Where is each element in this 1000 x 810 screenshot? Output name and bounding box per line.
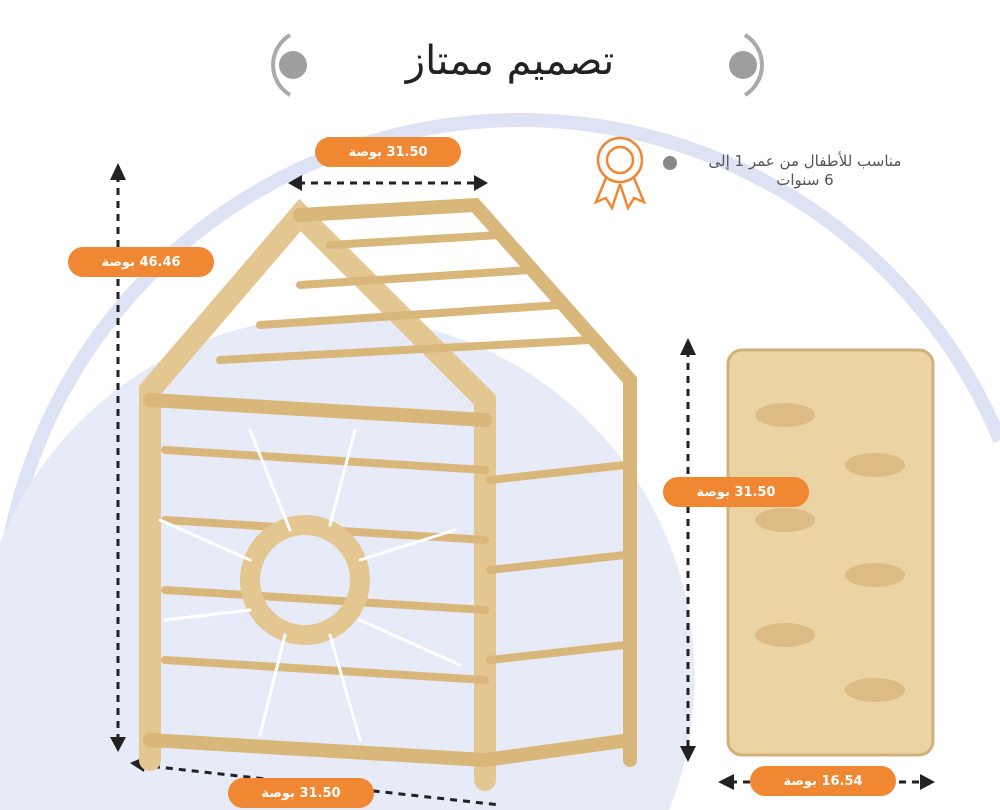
title-bracket-right [743, 33, 764, 97]
title-bracket-left [271, 33, 292, 97]
award-ribbon-icon [593, 136, 647, 211]
age-text-line1: مناسب للأطفال من عمر 1 إلى [708, 152, 902, 170]
ramp-width-label: 16.54 بوصة [750, 766, 896, 796]
background-arc [0, 113, 1000, 641]
page-title: تصميم ممتاز [405, 38, 615, 84]
age-feature-text: مناسب للأطفال من عمر 1 إلى 6 سنوات [700, 152, 910, 190]
climbing-ramp [726, 348, 935, 757]
bullet-dot [729, 51, 757, 79]
pikler-house [139, 197, 637, 791]
ramp-length-label: 31.50 بوصة [663, 477, 809, 507]
house-width-label: 31.50 بوصة [315, 137, 461, 167]
bullet-dot [663, 156, 677, 170]
house-depth-label: 31.50 بوصة [228, 778, 374, 808]
bullet-dot [279, 51, 307, 79]
age-text-line2: 6 سنوات [776, 171, 834, 189]
house-height-label: 46.46 بوصة [68, 247, 214, 277]
